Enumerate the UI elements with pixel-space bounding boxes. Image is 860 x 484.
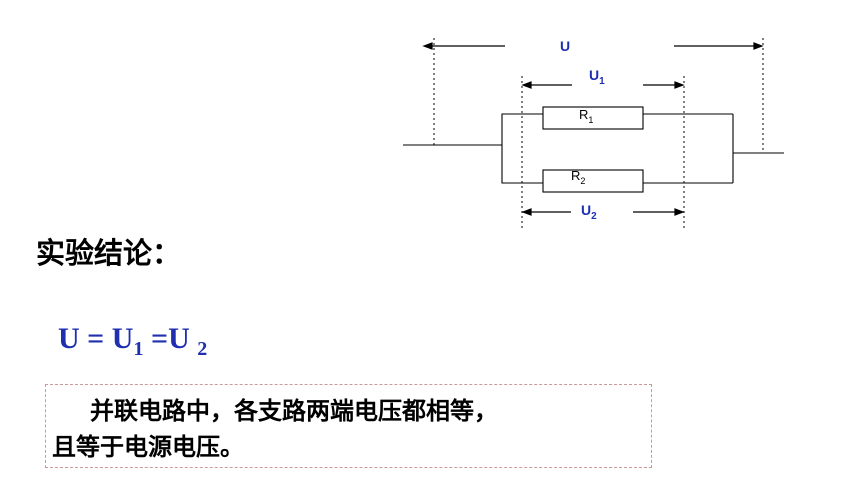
total-voltage-label: U (560, 38, 570, 54)
conclusion-text-line2: 且等于电源电压。 (52, 433, 244, 461)
equation-u1-sub: 1 (133, 338, 144, 360)
equation-u1: U (111, 322, 134, 355)
equation-u2-sub: 2 (197, 338, 208, 360)
total-voltage-arrowhead-right (753, 42, 764, 50)
branch1-voltage-arrowhead-right (674, 81, 685, 89)
conclusion-text-line1: 并联电路中，各支路两端电压都相等， (90, 397, 498, 425)
resistor-r2 (542, 169, 644, 193)
left-junction-wire (501, 113, 543, 184)
total-voltage-arrowhead-left (422, 42, 433, 50)
resistor-r1-label: R1 (579, 107, 593, 125)
branch2-voltage-arrowhead-left (521, 208, 532, 216)
conclusion-box: 并联电路中，各支路两端电压都相等， 且等于电源电压。 (45, 384, 652, 468)
branch1-voltage-arrowhead-left (521, 81, 532, 89)
resistor-r2-label: R2 (571, 168, 585, 186)
equation-equals-2: = (150, 322, 169, 355)
equation-u2: U (168, 322, 190, 355)
conclusion-title: 实验结论： (36, 236, 182, 270)
parallel-circuit-diagram: U U1 U2 R1 R2 (403, 38, 784, 228)
voltage-equation: U = U1 =U 2 (58, 322, 207, 361)
equation-total-voltage: U (58, 322, 80, 355)
branch1-voltage-label: U1 (589, 67, 605, 87)
equation-equals-1: = (87, 322, 105, 355)
branch2-voltage-arrowhead-right (674, 208, 685, 216)
resistor-r1 (542, 106, 644, 130)
branch2-voltage-label: U2 (581, 202, 597, 222)
conclusion-text: 并联电路中，各支路两端电压都相等， 且等于电源电压。 (52, 393, 652, 465)
